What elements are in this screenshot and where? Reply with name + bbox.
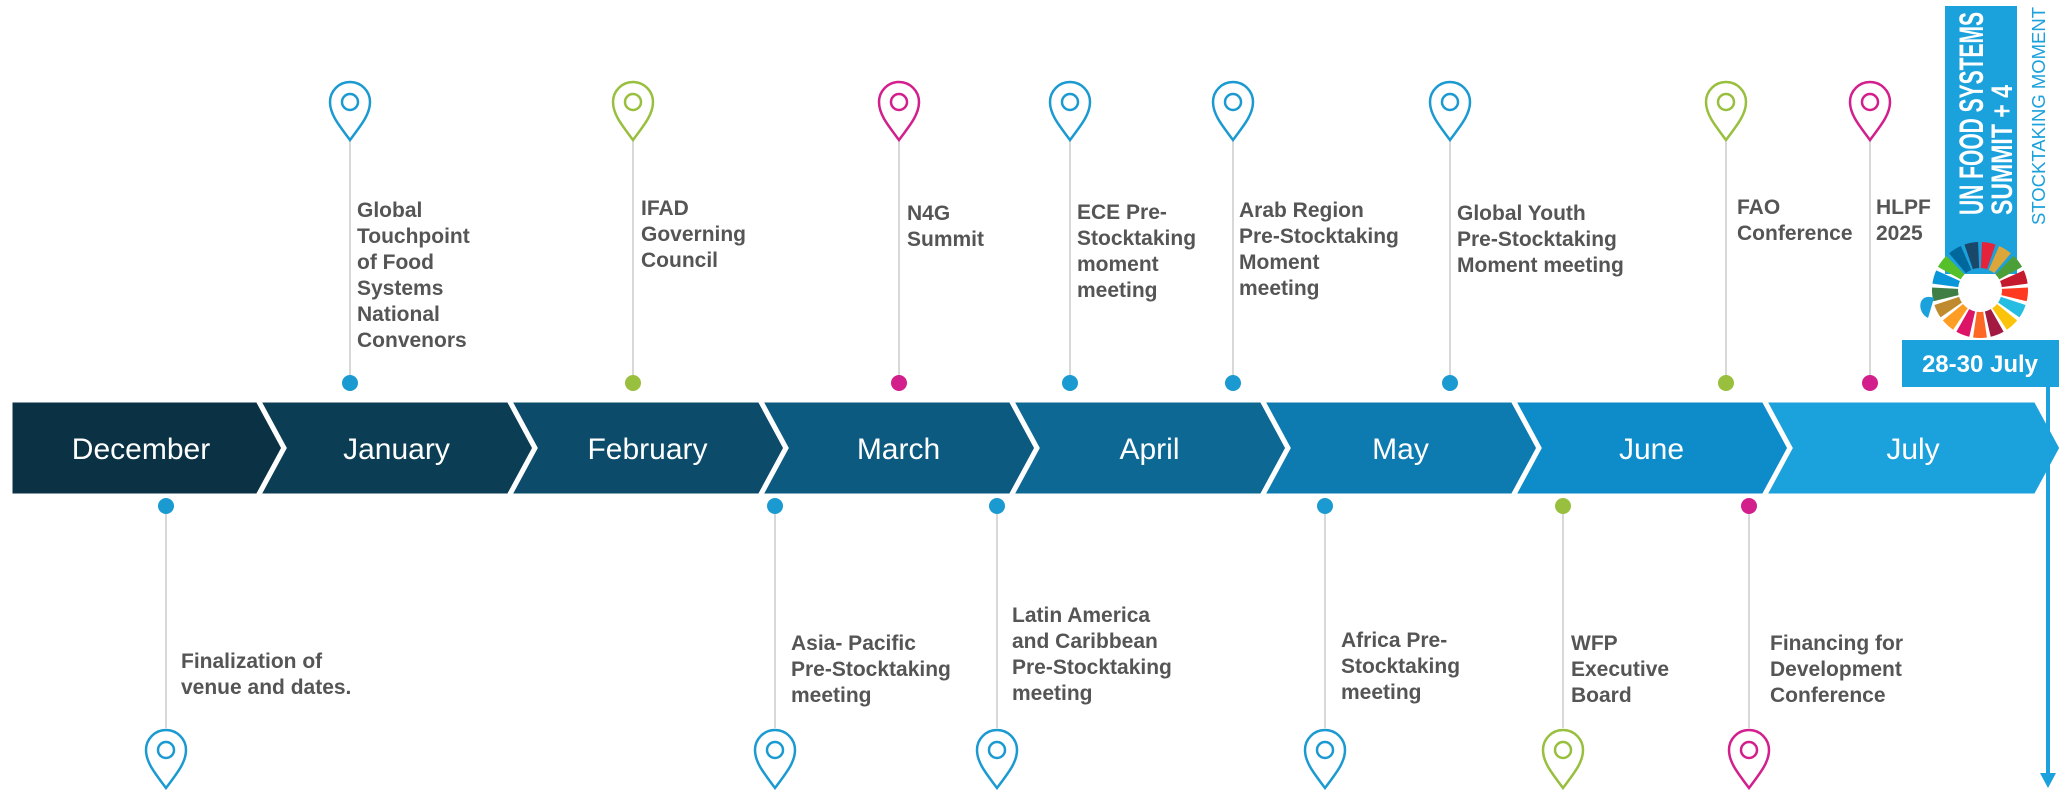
sdg-segment: [1964, 242, 1980, 270]
summit-date-badge: [1902, 340, 2059, 387]
stem-layer: [165, 140, 1871, 728]
leaf-icon: [1920, 296, 1934, 318]
event-dot-africa: [1317, 498, 1333, 514]
map-pin-icon: [1211, 80, 1255, 143]
month-label-march: March: [857, 433, 940, 466]
map-pin-icon: [1048, 80, 1092, 143]
sdg-segment: [1932, 270, 1960, 288]
map-pin-icon: [328, 80, 372, 143]
sdg-segment: [1988, 245, 2011, 274]
month-chevron-band: December January February March April May June…: [7, 397, 2065, 499]
map-pin-icon: [877, 80, 921, 143]
event-dot-finalization: [158, 498, 174, 514]
event-dot-ifad: [625, 375, 641, 391]
event-dot-ffd: [1741, 498, 1757, 514]
map-pin-icon: [1428, 80, 1472, 143]
map-pin-icon: [1303, 728, 1347, 790]
event-dot-arab: [1225, 375, 1241, 391]
date-arrow-head: [2040, 773, 2056, 788]
sdg-segment: [1956, 309, 1976, 337]
month-label-june: June: [1619, 433, 1684, 466]
event-dot-global-youth: [1442, 375, 1458, 391]
summit-logo: UN FOOD SYSTEMS SUMMIT + 4 STOCKTAKING M…: [1902, 6, 2059, 788]
map-pin-icon: [1704, 80, 1748, 143]
event-dot-global-touchpoint: [342, 375, 358, 391]
sdg-segment: [1932, 287, 1959, 302]
map-pin-icon: [611, 80, 655, 143]
map-pin-icon: [975, 728, 1019, 790]
sdg-wheel-icon: [1920, 242, 2028, 338]
map-pin-icon: [753, 728, 797, 790]
month-label-december: December: [72, 433, 210, 466]
sdg-segment: [1949, 245, 1972, 274]
event-dot-hlpf: [1862, 375, 1878, 391]
summit-title-line2: SUMMIT + 4: [1986, 85, 2019, 215]
sdg-segment: [1934, 296, 1962, 318]
sdg-segment: [1995, 255, 2023, 280]
map-pin-icon: [144, 728, 188, 790]
sdg-segment: [1998, 296, 2026, 318]
month-label-january: January: [343, 433, 450, 466]
month-label-april: April: [1119, 433, 1179, 466]
sdg-segment: [1942, 303, 1968, 330]
month-label-february: February: [587, 433, 707, 466]
event-dot-latin-america: [989, 498, 1005, 514]
event-dot-n4g: [891, 375, 907, 391]
sdg-segment: [2000, 270, 2028, 288]
summit-title-line1: UN FOOD SYSTEMS: [1953, 12, 1991, 215]
event-dot-fao: [1718, 375, 1734, 391]
month-label-july: July: [1886, 433, 1939, 466]
event-dot-wfp: [1555, 498, 1571, 514]
sdg-segment: [1973, 311, 1987, 338]
sdg-segment: [1937, 255, 1965, 280]
sdg-segment: [1980, 242, 1996, 270]
summit-subtitle: STOCKTAKING MOMENT: [2029, 7, 2049, 225]
map-pin-icon: [1541, 728, 1585, 790]
sdg-segment: [2001, 287, 2028, 302]
summit-date-label: 28-30 July: [1922, 351, 2039, 378]
month-chevron-july: [1759, 397, 2065, 499]
summit-logo-banner: [1945, 6, 2017, 274]
map-pin-icon: [1727, 728, 1771, 790]
event-dot-asia-pacific: [767, 498, 783, 514]
sdg-segment: [1984, 309, 2004, 337]
map-pin-icon: [1848, 80, 1892, 143]
event-dot-ece: [1062, 375, 1078, 391]
sdg-segment: [1992, 303, 2018, 330]
month-label-may: May: [1372, 433, 1429, 466]
